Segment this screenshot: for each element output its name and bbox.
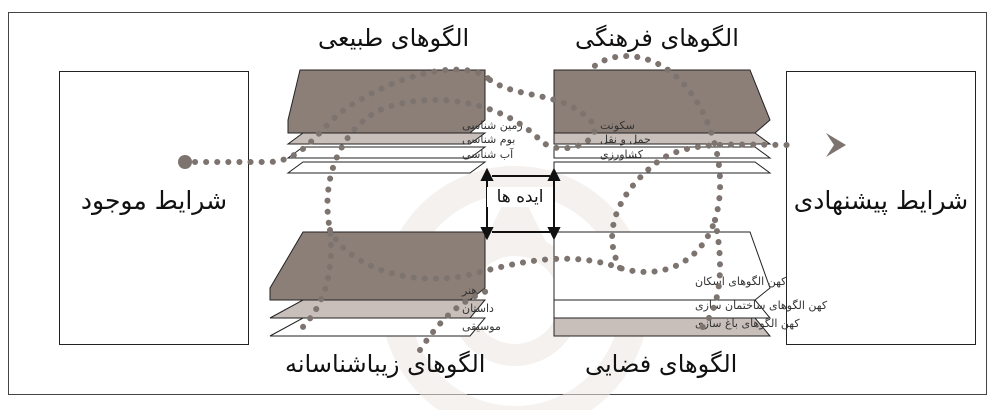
- cultural-item-1: سکونت: [600, 119, 635, 132]
- natural-item-1: زمین شناسی: [462, 119, 523, 132]
- natural-item-2: بوم شناسی: [462, 133, 515, 146]
- aesthetic-patterns-title: الگوهای زیباشناسانه: [285, 350, 486, 378]
- natural-patterns-title: الگوهای طبیعی: [318, 24, 470, 52]
- aesthetic-item-3: موسیقی: [462, 320, 501, 333]
- aesthetic-layer-2: [269, 299, 487, 319]
- dotted-flow-paths: [192, 53, 793, 353]
- spatial-top-layer: [553, 231, 771, 301]
- natural-layer-2: [286, 146, 487, 159]
- end-arrowhead: [826, 133, 846, 157]
- aesthetic-top-layer: [269, 231, 486, 301]
- proposed-conditions-label: شرایط پیشنهادی: [793, 186, 969, 215]
- natural-item-3: آب شناسی: [462, 147, 514, 161]
- spatial-item-2: کهن الگوهای ساختمان سازی: [695, 299, 828, 312]
- start-dot: [178, 155, 192, 169]
- spatial-patterns-title: الگوهای فضایی: [585, 350, 738, 378]
- cultural-item-2: حمل و نقل: [600, 133, 651, 146]
- cultural-patterns-title: الگوهای فرهنگی: [575, 24, 739, 52]
- diagram-frame: [8, 12, 987, 395]
- ideas-label: ایده ها: [487, 187, 553, 207]
- spatial-item-1: کهن الگوهای اسکان: [695, 275, 787, 288]
- cultural-item-3: کشاورزی: [600, 148, 644, 161]
- cultural-layer-2: [553, 146, 772, 159]
- spatial-item-3: کهن الگوهای باغ سازی: [695, 317, 800, 330]
- aesthetic-item-2: داستان: [462, 302, 494, 315]
- cultural-layer-3: [553, 161, 772, 174]
- existing-conditions-panel: شرایط موجود: [59, 71, 249, 345]
- cultural-top-layer: [553, 69, 771, 134]
- proposed-conditions-panel: شرایط پیشنهادی: [786, 71, 976, 345]
- natural-layer-3: [286, 161, 487, 174]
- existing-conditions-label: شرایط موجود: [80, 186, 228, 215]
